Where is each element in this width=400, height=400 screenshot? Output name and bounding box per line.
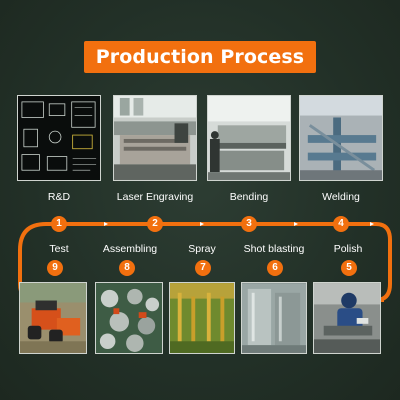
step-label-test: Test [49, 243, 69, 255]
assembling-photo [95, 282, 163, 354]
welding-photo [299, 95, 383, 181]
step-number-7: 7 [195, 260, 211, 276]
laser-engraving-photo [113, 95, 197, 181]
title-banner: Production Process [84, 41, 316, 73]
step-number-5: 5 [341, 260, 357, 276]
polish-worker-image [314, 283, 380, 353]
welding-station-image [300, 96, 382, 180]
step-label-rnd: R&D [47, 191, 71, 203]
step-number-2: 2 [147, 216, 163, 232]
step-label-welding: Welding [322, 191, 360, 203]
step-label-polish: Polish [333, 243, 363, 255]
step-number-9: 9 [47, 260, 63, 276]
polish-photo [313, 282, 381, 354]
step-number-1: 1 [51, 216, 67, 232]
step-label-shot-blasting: Shot blasting [243, 243, 305, 255]
laser-engraving-machine-image [114, 96, 196, 180]
rnd-photo [17, 95, 101, 181]
rnd-cad-drawing-image [18, 96, 100, 180]
bending-photo [207, 95, 291, 181]
shot-blasting-photo [241, 282, 307, 354]
spray-photo [169, 282, 235, 354]
step-number-4: 4 [333, 216, 349, 232]
page-title: Production Process [95, 46, 305, 68]
assembling-parts-image [96, 283, 162, 353]
step-number-8: 8 [119, 260, 135, 276]
step-label-spray: Spray [188, 243, 216, 255]
bending-machine-image [208, 96, 290, 180]
step-label-bending: Bending [229, 191, 269, 203]
test-photo [19, 282, 87, 354]
step-label-laser-engraving: Laser Engraving [116, 191, 194, 203]
step-number-6: 6 [267, 260, 283, 276]
step-label-assembling: Assembling [102, 243, 158, 255]
spray-booth-image [170, 283, 234, 353]
shot-blasting-machine-image [242, 283, 306, 353]
step-number-3: 3 [241, 216, 257, 232]
test-mower-image [20, 283, 86, 353]
